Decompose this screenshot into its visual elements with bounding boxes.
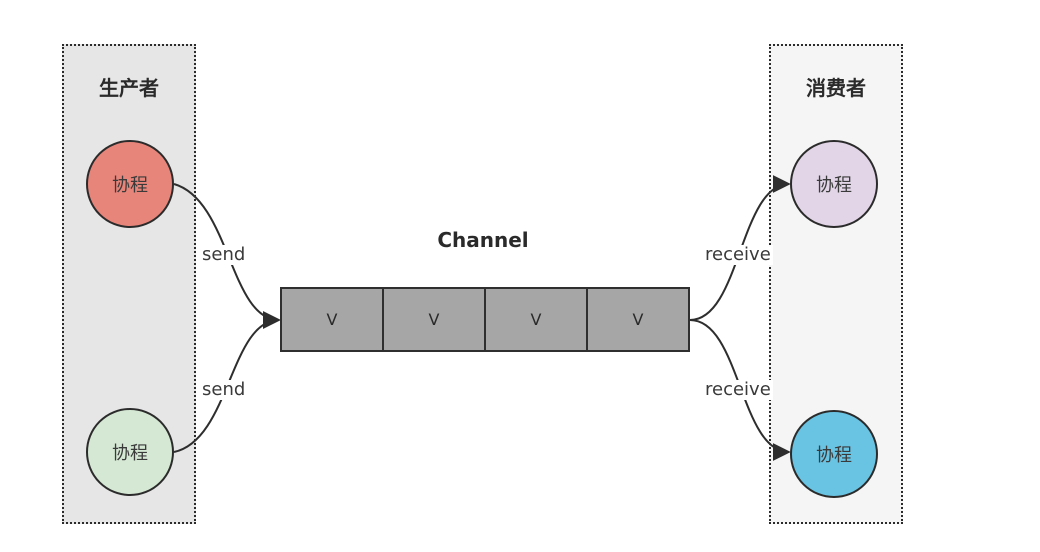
- send-label-bottom: send: [200, 379, 248, 400]
- producer-coroutine-1: 协程: [86, 140, 174, 228]
- consumer-coroutine-1: 协程: [790, 140, 878, 228]
- channel-cell: V: [282, 289, 384, 350]
- consumer-coroutine-1-label: 协程: [816, 175, 852, 196]
- consumer-coroutine-2: 协程: [790, 410, 878, 498]
- channel-cell: V: [632, 310, 644, 329]
- receive-label-bottom: receive: [703, 379, 773, 400]
- producer-coroutine-2: 协程: [86, 408, 174, 496]
- producer-coroutine-2-label: 协程: [112, 443, 148, 464]
- channel-cell: V: [384, 289, 486, 350]
- producer-coroutine-1-label: 协程: [112, 175, 148, 196]
- consumer-coroutine-2-label: 协程: [816, 445, 852, 466]
- channel-cell: V: [486, 289, 588, 350]
- channel-title: Channel: [437, 228, 529, 252]
- consumer-title: 消费者: [806, 76, 866, 100]
- channel-buffer: V V V V: [280, 287, 690, 352]
- producer-title: 生产者: [99, 76, 159, 100]
- receive-label-top: receive: [703, 244, 773, 265]
- send-label-top: send: [200, 244, 248, 265]
